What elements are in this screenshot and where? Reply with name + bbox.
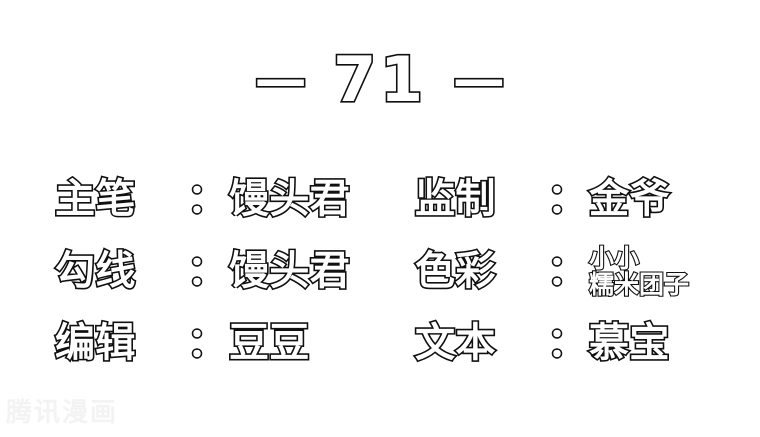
right-dash-ornament: — [451,50,506,110]
credit-label: 文本 [413,320,497,366]
credit-label: 主笔 [53,176,137,222]
credit-entry-script: 文本 ： 慕宝 [395,320,760,366]
credit-value: 金爷 [587,176,671,222]
credit-colon: ： [545,320,588,366]
credit-colon: ： [185,248,228,294]
credit-label: 编辑 [53,320,137,366]
credit-value-line-2: 糯米团子 [588,269,690,299]
credit-colon: ： [185,320,228,366]
credit-entry-producer: 监制 ： 金爷 [395,176,760,222]
credit-label: 监制 [413,176,497,222]
credit-value-line-1: 小小 [588,243,640,273]
credit-entry-editor: 编辑 ： 豆豆 [0,320,395,366]
credit-entry-line-art: 勾线 ： 馒头君 [0,248,395,294]
credit-value: 豆豆 [227,320,311,366]
credit-entry-color: 色彩 ： 小小 糯米团子 [395,243,760,299]
credit-value: 馒头君 [227,176,351,222]
credit-row: 勾线 ： 馒头君 色彩 ： 小小 糯米团子 [0,240,760,302]
chapter-header: — 71 — [0,44,760,116]
credit-row: 主笔 ： 馒头君 监制 ： 金爷 [0,168,760,230]
credit-colon: ： [545,176,588,222]
credit-colon: ： [545,248,588,294]
platform-watermark: 腾讯漫画 [6,398,119,428]
credit-value: 慕宝 [587,320,671,366]
credit-value: 馒头君 [227,248,351,294]
credit-label: 勾线 [53,248,137,294]
credit-entry-lead-artist: 主笔 ： 馒头君 [0,176,395,222]
credit-row: 编辑 ： 豆豆 文本 ： 慕宝 [0,312,760,374]
credits-list: 主笔 ： 馒头君 监制 ： 金爷 勾线 ： 馒头君 色彩 ： 小小 [0,168,760,374]
credit-label: 色彩 [413,248,497,294]
chapter-number: 71 [332,43,427,116]
credit-colon: ： [185,176,228,222]
left-dash-ornament: — [253,50,308,110]
credit-value-group: 小小 糯米团子 [588,243,690,299]
